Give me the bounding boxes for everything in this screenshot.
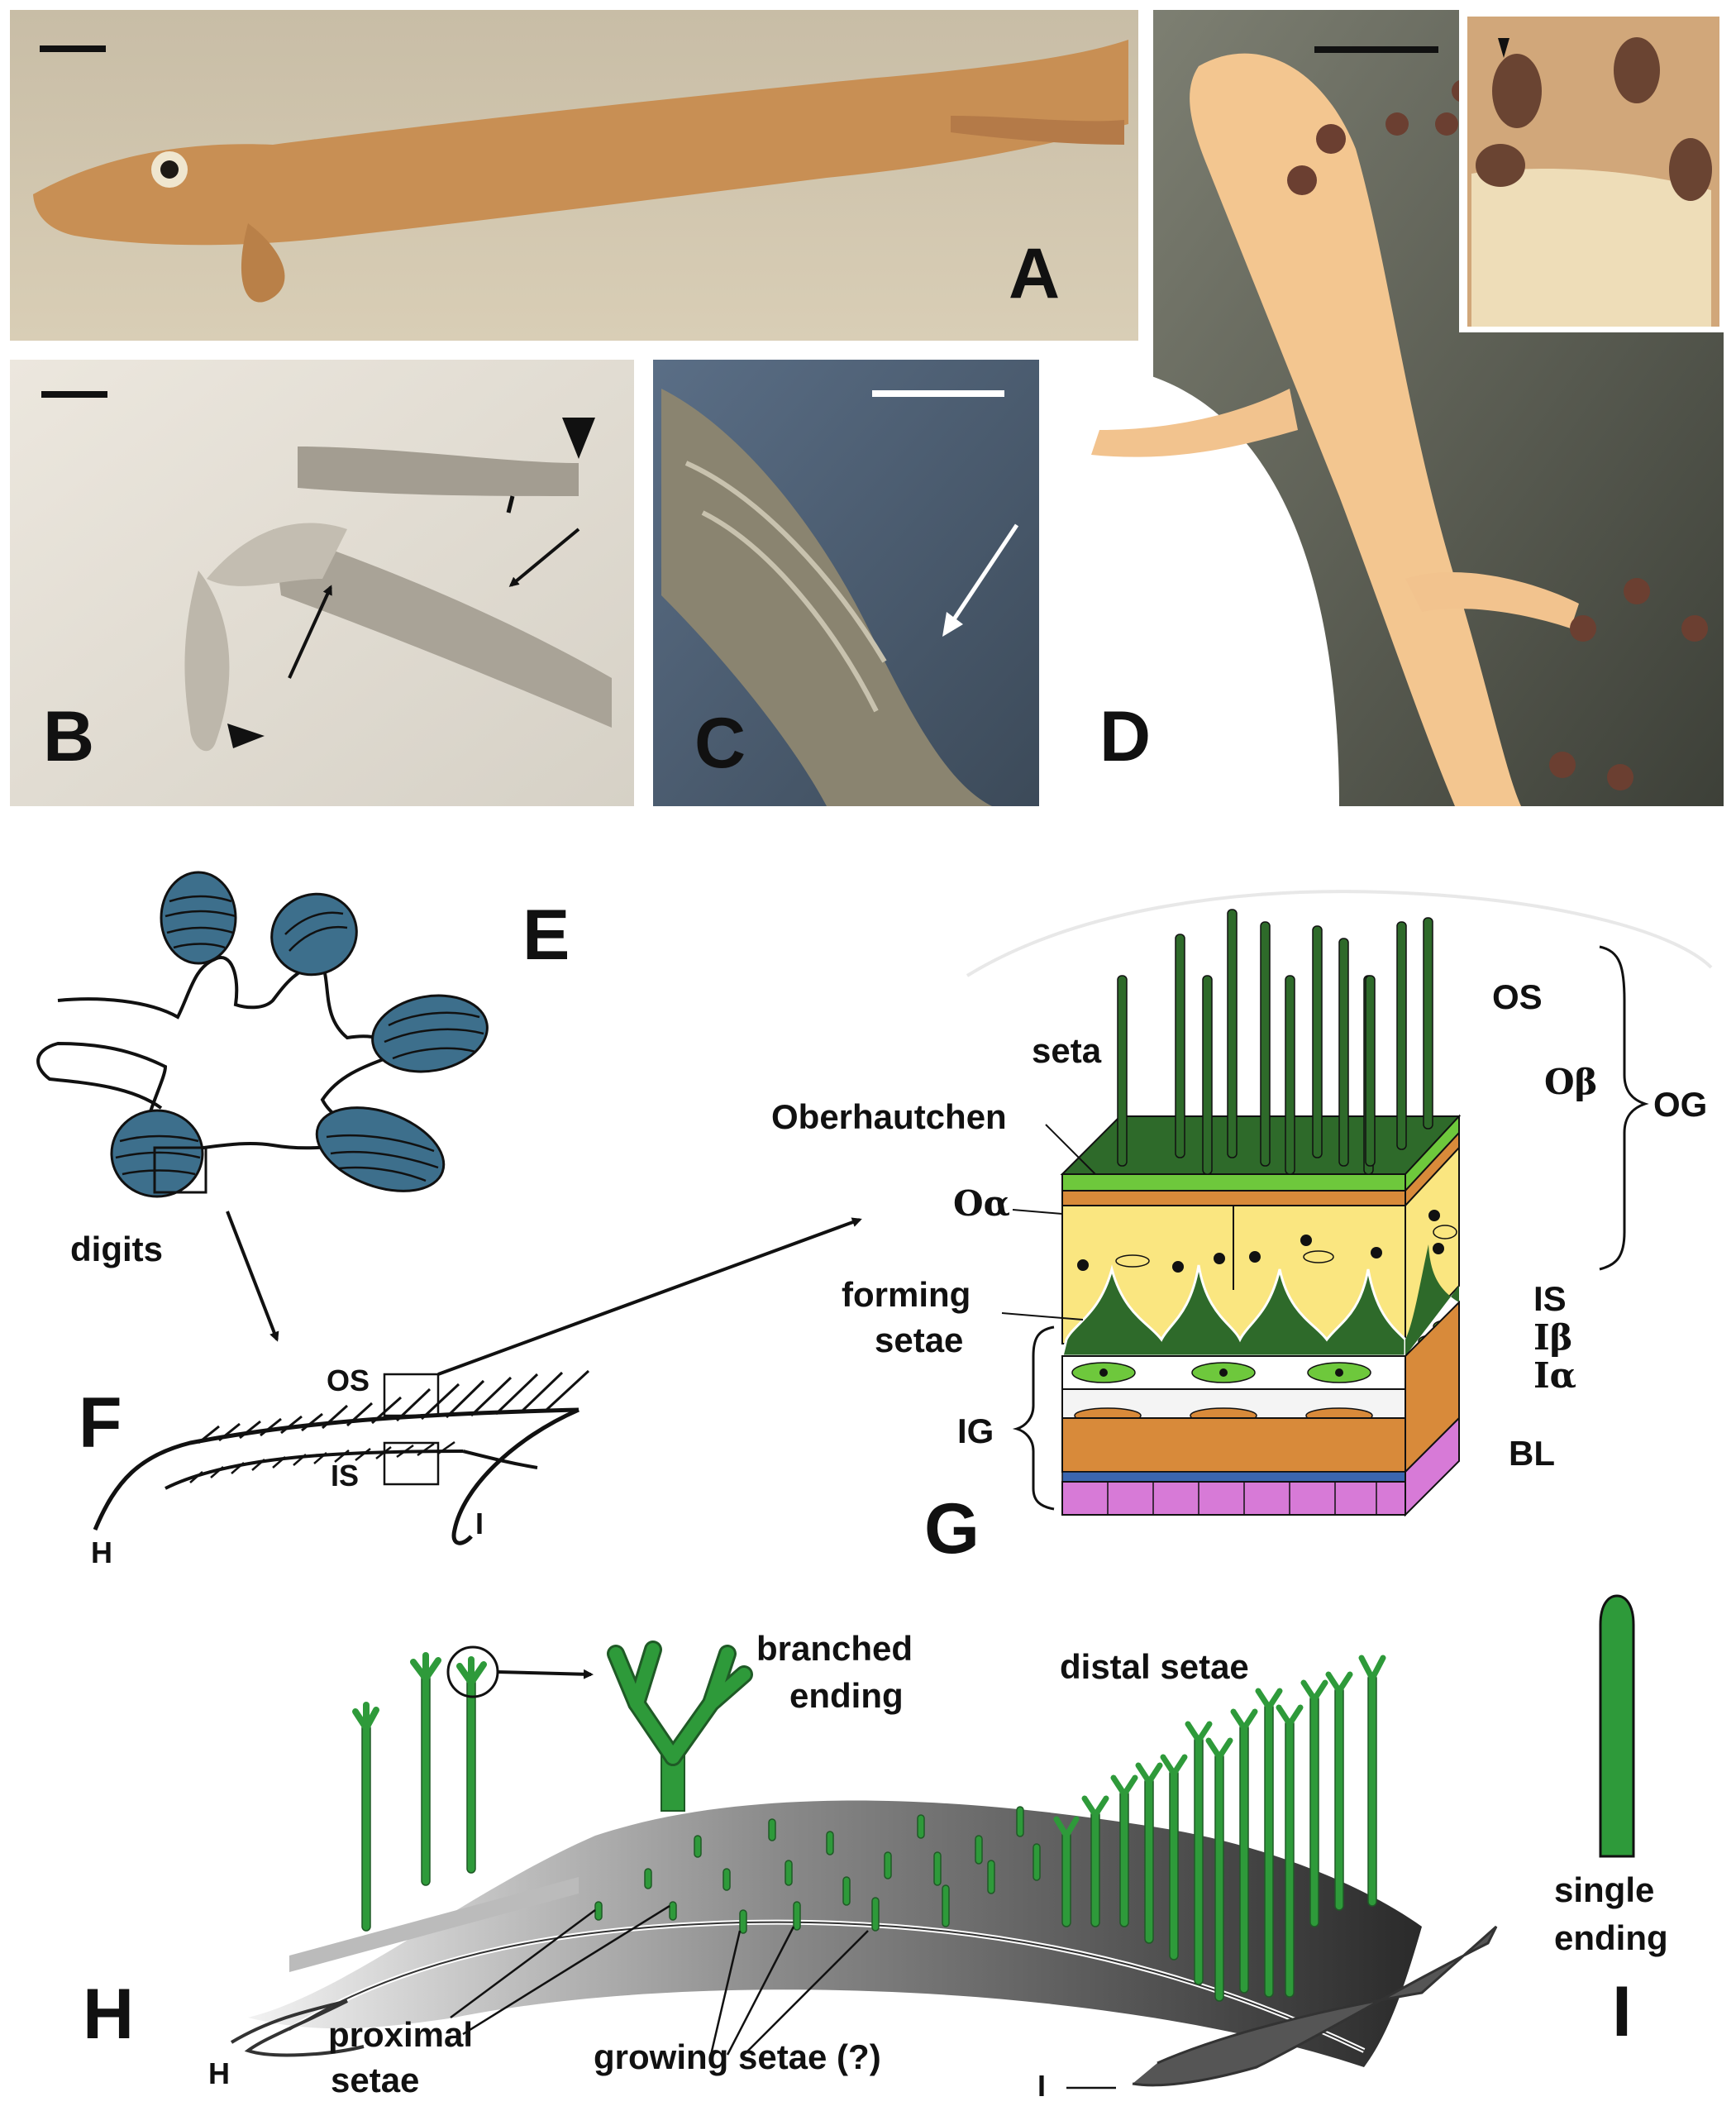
setae-hatching-inner bbox=[189, 1440, 455, 1483]
panel-label-i: I bbox=[1612, 1972, 1632, 2051]
branched-label-2: ending bbox=[789, 1676, 904, 1715]
scale-bar-c bbox=[872, 390, 1004, 397]
proximal-label-1: proximal bbox=[328, 2015, 473, 2054]
panel-b-photo: B bbox=[10, 360, 634, 806]
arrow-b-right bbox=[508, 528, 580, 587]
digits-label: digits bbox=[70, 1230, 163, 1268]
panel-label-c: C bbox=[694, 704, 746, 783]
h-proximal-branched-setae bbox=[361, 1674, 476, 1932]
g-og-label: OG bbox=[1653, 1085, 1707, 1124]
g-o-alpha-label: Oα bbox=[953, 1183, 1010, 1224]
panel-f-diagram: F OS IS H I bbox=[79, 1217, 862, 1569]
scale-bar-d bbox=[1314, 46, 1438, 53]
panel-c-photo: C bbox=[653, 360, 1039, 806]
arrow-h-to-branched bbox=[497, 1669, 594, 1679]
panel-d-inset bbox=[1459, 10, 1724, 332]
h-short-setae bbox=[594, 1806, 1041, 1934]
g-setae bbox=[1117, 909, 1433, 1175]
g-seta-label: seta bbox=[1032, 1031, 1102, 1070]
g-i-beta-label: Iβ bbox=[1533, 1317, 1573, 1358]
og-brace bbox=[1599, 945, 1649, 1271]
ig-brace bbox=[1012, 1325, 1055, 1511]
branched-ending-icon bbox=[607, 1641, 753, 1812]
f-is-label: IS bbox=[331, 1459, 359, 1493]
panel-label-h: H bbox=[83, 1975, 134, 2054]
arrow-c bbox=[950, 523, 1019, 623]
g-ig-label: IG bbox=[957, 1411, 994, 1450]
g-i-alpha-label: Iα bbox=[1533, 1355, 1576, 1396]
zoom-box-f-is bbox=[383, 1441, 440, 1486]
f-os-label: OS bbox=[327, 1364, 370, 1397]
digit-pads bbox=[110, 871, 489, 1198]
scale-bar-b bbox=[41, 391, 107, 398]
g-o-beta-label: Oβ bbox=[1544, 1062, 1597, 1102]
panel-h-diagram: branched ending distal setae proximal se… bbox=[83, 1629, 1498, 2103]
setae-hatching-outer bbox=[198, 1369, 590, 1445]
proximal-label-2: setae bbox=[331, 2061, 419, 2099]
g-os-label: OS bbox=[1492, 977, 1543, 1016]
single-label-1: single bbox=[1554, 1870, 1654, 1909]
panel-label-f: F bbox=[79, 1383, 122, 1463]
arrow-f-to-g bbox=[437, 1217, 862, 1376]
panel-label-a: A bbox=[1009, 234, 1060, 313]
g-is-label: IS bbox=[1533, 1279, 1567, 1318]
arrowhead-b-bottom bbox=[227, 724, 265, 748]
distal-setae-label: distal setae bbox=[1060, 1647, 1249, 1686]
h-h-label: H bbox=[208, 2056, 230, 2090]
g-oberhautchen-label: Oberhautchen bbox=[771, 1097, 1007, 1136]
panel-i-diagram: single ending I bbox=[1554, 1594, 1668, 2051]
arrow-e-to-f bbox=[226, 1211, 279, 1342]
panel-label-d: D bbox=[1099, 697, 1151, 776]
f-i-label: I bbox=[475, 1507, 484, 1540]
zoom-box-e bbox=[153, 1146, 207, 1194]
panel-label-e: E bbox=[522, 896, 570, 975]
arrow-b-left bbox=[288, 585, 332, 679]
arrowhead-d-inset bbox=[1498, 38, 1509, 58]
single-label-2: ending bbox=[1554, 1918, 1668, 1957]
growing-setae-label: growing setae (?) bbox=[594, 2037, 881, 2076]
panel-label-b: B bbox=[43, 697, 94, 776]
g-bl-label: BL bbox=[1509, 1434, 1555, 1473]
panel-g-diagram: seta Oberhautchen Oα Oβ OG OS forming se… bbox=[771, 890, 1713, 1569]
panel-label-g: G bbox=[924, 1489, 980, 1569]
zoom-box-f-os bbox=[383, 1373, 440, 1417]
branched-label-1: branched bbox=[756, 1629, 913, 1668]
arrowhead-b-top bbox=[506, 495, 515, 513]
scale-bar-a bbox=[40, 45, 106, 52]
arrowhead-b-tip bbox=[562, 418, 595, 459]
h-i-label: I bbox=[1037, 2069, 1046, 2103]
panel-e-diagram: E digits bbox=[36, 871, 570, 1342]
single-ending-icon bbox=[1599, 1594, 1635, 1858]
f-h-label: H bbox=[91, 1535, 112, 1569]
g-setae-label: setae bbox=[875, 1321, 963, 1359]
g-forming-label: forming bbox=[842, 1275, 971, 1314]
panel-a-photo: A bbox=[10, 10, 1138, 341]
